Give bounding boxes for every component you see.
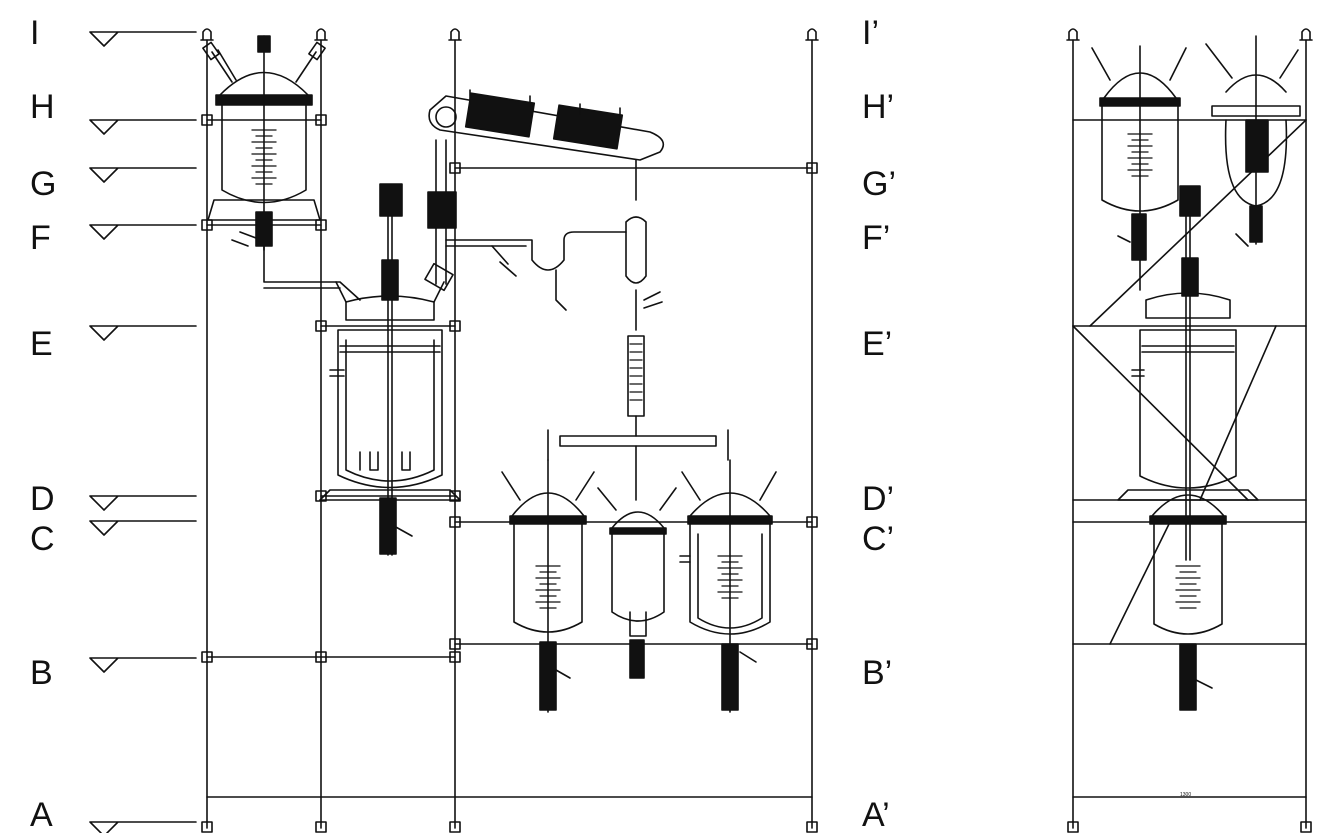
level-marker-b	[89, 657, 197, 673]
side-view-feed-vessel-right	[1205, 35, 1301, 247]
level-label-c-prime: C’	[862, 520, 894, 558]
main-reactor-vessel	[319, 183, 461, 556]
side-view-receiver-vessel	[1149, 494, 1227, 711]
intermediate-receiver	[547, 216, 729, 501]
distillate-piping	[445, 231, 627, 311]
level-label-a: A	[30, 796, 53, 833]
side-view-feed-vessel-left	[1091, 45, 1187, 291]
level-label-e-prime: E’	[862, 325, 892, 363]
receiver-vessel-right	[679, 459, 777, 713]
level-marker-f	[89, 224, 197, 240]
level-label-h: H	[30, 88, 55, 126]
level-label-g-prime: G’	[862, 165, 896, 203]
level-markers-left: I H G F E D C B A	[30, 14, 197, 833]
level-label-i: I	[30, 14, 39, 52]
level-marker-c	[89, 520, 197, 536]
side-view-dimension-label: 1300	[1180, 792, 1191, 798]
level-label-b-prime: B’	[862, 654, 892, 692]
receiver-vessel-left	[501, 459, 595, 713]
level-label-d-prime: D’	[862, 480, 894, 518]
level-marker-h	[89, 119, 197, 135]
level-label-f: F	[30, 219, 51, 257]
level-label-h-prime: H’	[862, 88, 894, 126]
level-label-i-prime: I’	[862, 14, 879, 52]
level-markers-right: I’ H’ G’ F’ E’ D’ C’ B’ A’	[862, 14, 896, 833]
feed-vessel-top-left	[202, 35, 361, 301]
level-label-e: E	[30, 325, 53, 363]
level-label-f-prime: F’	[862, 219, 890, 257]
level-label-c: C	[30, 520, 55, 558]
level-marker-d	[89, 495, 197, 511]
level-marker-e	[89, 325, 197, 341]
receiver-vessel-middle	[597, 487, 677, 679]
level-label-a-prime: A’	[862, 796, 890, 833]
level-label-b: B	[30, 654, 53, 692]
level-marker-a	[89, 821, 197, 833]
level-label-g: G	[30, 165, 56, 203]
front-view-frame	[200, 28, 819, 833]
level-label-d: D	[30, 480, 55, 518]
vapor-column	[427, 139, 457, 285]
reflux-condenser	[428, 89, 665, 201]
side-view-main-reactor	[1117, 185, 1259, 561]
level-marker-g	[89, 167, 197, 183]
level-marker-i	[89, 31, 197, 47]
